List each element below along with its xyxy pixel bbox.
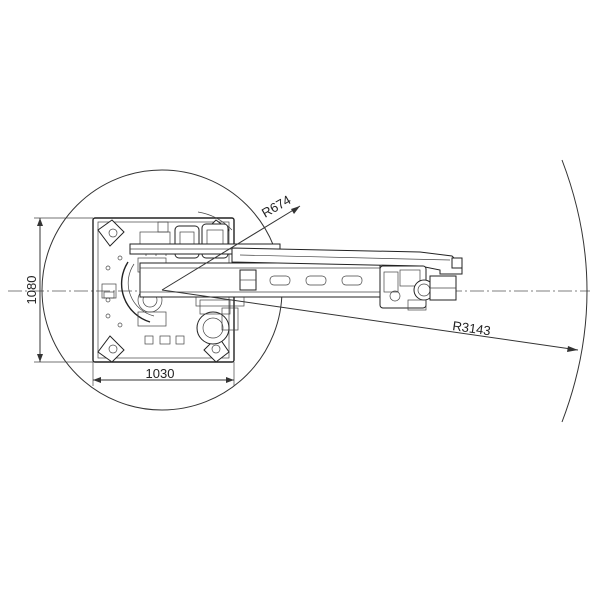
reach-radius-leader [161, 289, 579, 352]
wrist-assembly [379, 265, 457, 311]
width-dimension-label: 1030 [146, 366, 175, 381]
max-reach-arc [561, 159, 588, 423]
width-dimension [92, 362, 235, 386]
turret [120, 257, 245, 345]
inner-radius-label: R674 [259, 192, 293, 221]
robot-arm [129, 243, 381, 298]
height-dimension-label: 1080 [24, 276, 39, 305]
height-dimension [34, 217, 93, 363]
forearm-rail [231, 247, 463, 275]
reach-radius-label: R3143 [452, 318, 492, 338]
inner-radius-leader [161, 205, 301, 291]
